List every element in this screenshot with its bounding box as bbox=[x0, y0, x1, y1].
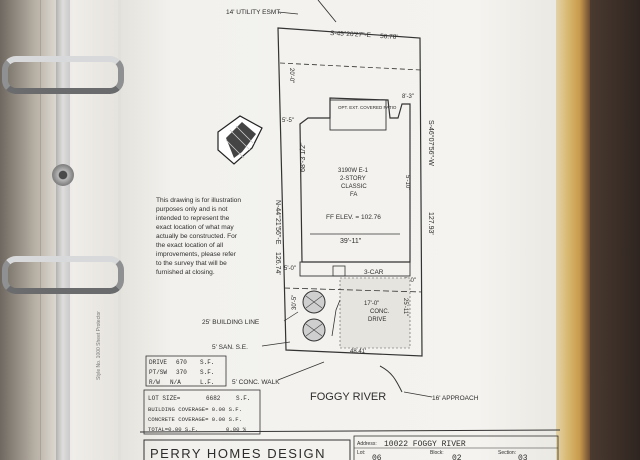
section-label: Section: bbox=[498, 450, 516, 456]
san-se-leader bbox=[261, 341, 291, 347]
approach-curb bbox=[379, 365, 403, 393]
bearing-right: S-46°07'56"-W bbox=[427, 120, 435, 166]
total-coverage-pct: 0.00 % bbox=[226, 426, 247, 433]
disclaimer-line: improvements, please refer bbox=[156, 251, 237, 258]
approach-leader bbox=[403, 391, 433, 398]
disclaimer-line: the exact location of all bbox=[156, 242, 224, 249]
desk-background bbox=[590, 0, 640, 460]
lot-value: 06 bbox=[372, 454, 382, 460]
building-line-label: 25' BUILDING LINE bbox=[202, 319, 260, 326]
binder-ring-top bbox=[2, 56, 124, 94]
walk-leader bbox=[277, 361, 325, 381]
patio-outline bbox=[329, 99, 387, 131]
sheet-protector-edge bbox=[40, 0, 121, 460]
garage-label: 3-CAR bbox=[364, 269, 384, 276]
san-se-label: 5' SAN. S.E. bbox=[212, 344, 248, 351]
qty-unit: S.F. bbox=[200, 369, 214, 376]
garage-outline bbox=[299, 261, 411, 277]
lot-label: Lot: bbox=[357, 450, 365, 456]
bearing-left: N-44°21'56"-E bbox=[274, 200, 282, 245]
quantities-table: DRIVE 670 S.F. PT/SW 370 S.F. R/W N/A L.… bbox=[145, 355, 227, 387]
setback-garage-left: 5'-0" bbox=[284, 266, 296, 272]
house-style: CLASSIC bbox=[341, 184, 367, 190]
qty-value: 670 bbox=[176, 359, 187, 366]
lot-size-value: 6682 bbox=[206, 395, 221, 402]
lot-size-label: LOT SIZE= bbox=[148, 395, 181, 402]
disclaimer-text: This drawing is for illustration purpose… bbox=[156, 197, 241, 276]
tree-hatch bbox=[305, 295, 323, 337]
setback-side-left: 5'-5" bbox=[282, 118, 294, 124]
garage-door-box bbox=[332, 265, 346, 277]
easement-leader bbox=[317, 0, 337, 23]
ff-elevation: FF ELEV. = 102.76 bbox=[326, 214, 381, 221]
bearing-bottom-distance: 48.41' bbox=[350, 349, 366, 355]
bearing-left-distance: 126.74' bbox=[274, 252, 281, 275]
setback-rear-left: 20'-0" bbox=[288, 68, 294, 83]
lot-size-unit: S.F. bbox=[236, 395, 250, 402]
binder-ring-bottom bbox=[2, 256, 124, 294]
concrete-walk-outline bbox=[331, 299, 341, 337]
patio-label: OPT. EXT. COVERED PATIO bbox=[338, 105, 397, 110]
house-depth: 68'-3 1/2" bbox=[300, 142, 307, 172]
easement-label: 14' UTILITY ESMT. bbox=[226, 9, 281, 16]
building-line bbox=[283, 287, 423, 293]
house-plan: 3190W E-1 bbox=[338, 168, 369, 174]
easement-label-leader bbox=[277, 11, 299, 15]
walk-label: 5' CONC. WALK bbox=[232, 379, 280, 386]
setback-rear-right: 8'-3" bbox=[402, 94, 414, 100]
binder-rivet bbox=[52, 164, 74, 186]
qty-unit: L.F. bbox=[200, 379, 214, 386]
qty-value: 370 bbox=[176, 369, 187, 376]
total-coverage: TOTAL=0.00 S.F. bbox=[148, 426, 198, 433]
disclaimer-line: This drawing is for illustration bbox=[156, 197, 241, 204]
house-width: 39'-11" bbox=[340, 238, 362, 245]
qty-label: DRIVE bbox=[149, 359, 167, 366]
concrete-coverage: CONCRETE COVERAGE= 0.00 S.F. bbox=[148, 416, 242, 423]
qty-unit: S.F. bbox=[200, 359, 214, 366]
disclaimer-line: furnished at closing. bbox=[156, 269, 215, 276]
bearing-top: S-45°20'27"-E bbox=[330, 29, 372, 39]
company-name: PERRY HOMES DESIGN bbox=[150, 446, 326, 460]
building-line-leader bbox=[283, 311, 299, 322]
address-value: 10022 FOGGY RIVER bbox=[384, 440, 466, 449]
driveway-label-2: DRIVE bbox=[368, 317, 386, 323]
bearing-top-distance: 56.78' bbox=[380, 33, 398, 41]
driveway-label-1: CONC. bbox=[370, 309, 390, 315]
disclaimer-line: intended to represent the bbox=[156, 215, 230, 222]
setback-front-right: 25'-11" bbox=[402, 298, 408, 316]
house-stories: 2-STORY bbox=[340, 176, 366, 182]
building-coverage: BUILDING COVERAGE= 0.00 S.F. bbox=[148, 406, 242, 413]
lot-coverage-table: LOT SIZE= 6682 S.F. BUILDING COVERAGE= 0… bbox=[143, 389, 261, 435]
street-name: FOGGY RIVER bbox=[310, 391, 386, 403]
easement-line bbox=[279, 62, 422, 71]
qty-value: N/A bbox=[170, 379, 181, 386]
title-block: PERRY HOMES DESIGN Address: 10022 FOGGY … bbox=[139, 429, 561, 460]
qty-label: PT/SW bbox=[149, 369, 167, 376]
approach-label: 16' APPROACH bbox=[432, 395, 479, 402]
disclaimer-line: actually be constructed. For bbox=[156, 233, 238, 240]
lot-boundary bbox=[277, 27, 423, 357]
setback-side-right: 5'-10" bbox=[404, 175, 410, 190]
qty-label: R/W bbox=[149, 379, 160, 386]
disclaimer-line: purposes only and is not bbox=[156, 206, 228, 213]
setback-front-left: 30'-5" bbox=[292, 295, 298, 310]
section-value: 03 bbox=[518, 454, 528, 460]
bearing-right-distance: 127.93' bbox=[427, 212, 434, 235]
disclaimer-line: to the survey that will be bbox=[156, 260, 227, 267]
manila-folder-edge bbox=[556, 0, 590, 460]
address-label: Address: bbox=[357, 441, 377, 447]
disclaimer-line: exact location of what may bbox=[156, 224, 234, 231]
plot-plan-page bbox=[118, 0, 568, 460]
block-label: Block: bbox=[430, 450, 444, 456]
block-value: 02 bbox=[452, 454, 462, 460]
driveway-width: 17'-0" bbox=[364, 301, 379, 307]
house-elevation: FA bbox=[350, 192, 357, 198]
north-arrow-icon bbox=[217, 115, 263, 165]
